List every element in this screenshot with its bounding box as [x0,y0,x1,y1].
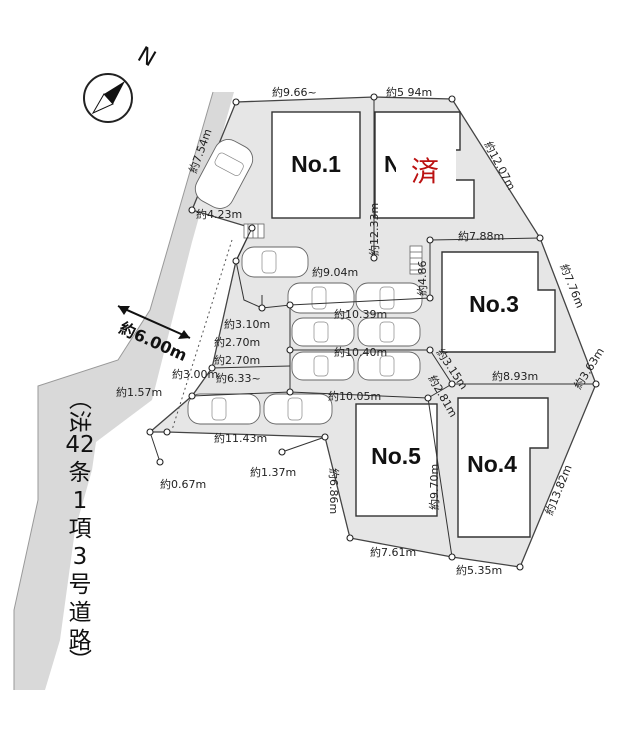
dim-label: 約3.10m [224,317,270,331]
parked-car [287,282,355,314]
dim-label: 約10.39m [334,307,387,321]
dim-label: 約3.00m [172,367,218,381]
svg-text:項: 項 [69,516,92,542]
parked-car [357,317,421,347]
dim-label: 約6.86m [327,468,341,514]
svg-text:42: 42 [65,432,94,458]
sold-stamp-bg [396,142,456,194]
dim-label: 約10.40m [334,345,387,359]
dim-label: 約2.70m [214,353,260,367]
boundary-points [146,93,600,571]
sold-mark: 済 [411,155,439,188]
parked-car [187,393,261,425]
parked-car [291,351,355,381]
svg-text:1: 1 [73,488,88,514]
dim-label: 約10.05m [328,389,381,403]
dim-label: 約8.93m [492,369,538,383]
svg-text:3: 3 [73,544,88,570]
public-road [14,92,234,690]
dim-label: 約6.33~ [216,371,261,385]
parked-car [241,246,309,278]
lot-label: No.1 [291,151,341,177]
svg-text:道: 道 [69,600,92,626]
parked-car [194,139,254,209]
north-compass: N [83,42,160,123]
svg-text:（法: （法 [66,387,92,433]
lot-3-building [441,251,556,353]
dim-label: 約9.04m [312,265,358,279]
parked-car [263,393,333,425]
dim-label: 約4.23m [196,207,242,221]
parked-car [291,317,355,347]
road-edge [13,91,214,690]
dim-label: 約9.66~ [272,85,317,99]
dim-label: 約9.70m [427,464,441,510]
dim-label: 約11.43m [214,431,267,445]
svg-text:号: 号 [69,572,92,598]
lot-label: No.3 [469,291,519,317]
dim-label: 約0.67m [160,477,206,491]
svg-text:条: 条 [69,460,92,486]
dimension-lines [149,97,596,558]
dim-label: 約7.88m [458,229,504,243]
dim-label: 約5 94m [386,85,432,99]
lot-5-building [355,403,438,517]
north-label: N [133,42,160,72]
dim-label: 約12.33m [367,203,381,256]
dim-label: 約2.70m [214,335,260,349]
parked-car [357,351,421,381]
stairs [409,245,423,275]
road-label: （法 42 条 1 項 3 号 道 路 ） [65,387,94,672]
svg-text:路: 路 [69,628,92,654]
dim-label: 約5.35m [456,563,502,577]
dim-label: 約4.86 [415,261,429,297]
dim-label: 約7.61m [370,545,416,559]
dim-label: 約1.37m [250,465,296,479]
lot-label: No.5 [371,443,421,469]
dim-label: 約1.57m [116,385,162,399]
svg-text:）: ） [66,649,92,672]
road-dotted-line [171,239,233,431]
lot-4-building [457,397,549,538]
lot-1-building [271,111,361,219]
lot-label: No.4 [467,451,517,477]
